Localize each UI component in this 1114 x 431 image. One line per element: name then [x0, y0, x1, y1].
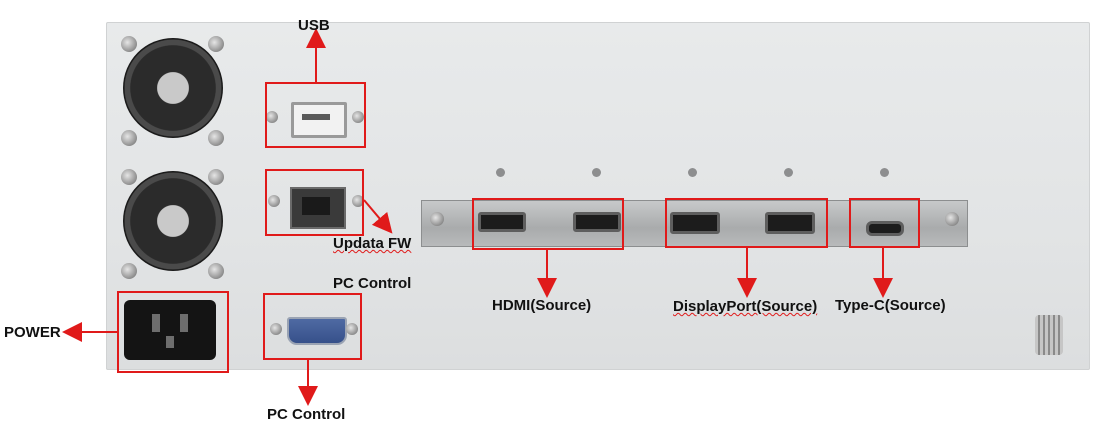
screw-icon [430, 212, 444, 226]
screw-icon [268, 195, 280, 207]
power-pin [152, 314, 160, 332]
fan-bottom [113, 165, 233, 285]
power-pin [180, 314, 188, 332]
screw-icon [352, 195, 364, 207]
usb-highlight-box [265, 82, 366, 148]
usb-label: USB [298, 17, 330, 34]
screw-icon [121, 263, 137, 279]
typec-port [866, 221, 904, 236]
displayport-highlight-box [665, 198, 828, 248]
screw-icon [945, 212, 959, 226]
displayport-label: DisplayPort(Source) [673, 298, 818, 315]
usb-port [291, 102, 347, 138]
displayport-port [670, 212, 720, 234]
hdmi-highlight-box [472, 198, 624, 250]
displayport-port [765, 212, 815, 234]
power-socket [124, 300, 216, 360]
ethernet-port [290, 187, 346, 229]
screw-icon [121, 36, 137, 52]
power-highlight-box [117, 291, 229, 373]
status-led [784, 168, 793, 177]
ethernet-highlight-box [265, 169, 364, 236]
screw-icon [121, 169, 137, 185]
typec-highlight-box [849, 198, 920, 248]
screw-icon [270, 323, 282, 335]
hdmi-port [478, 212, 526, 232]
fan-blades [123, 171, 223, 271]
screw-icon [346, 323, 358, 335]
status-led [688, 168, 697, 177]
status-led [496, 168, 505, 177]
screw-icon [208, 263, 224, 279]
pc-control-bottom-label: PC Control [267, 406, 346, 423]
screw-icon [352, 111, 364, 123]
screw-icon [266, 111, 278, 123]
binding-post [1035, 315, 1063, 355]
screw-icon [208, 169, 224, 185]
screw-icon [208, 130, 224, 146]
hdmi-label: HDMI(Source) [492, 297, 592, 314]
fan-top [113, 32, 233, 152]
typec-label: Type-C(Source) [835, 297, 946, 314]
updata-fw-label: Updata FW [333, 235, 412, 252]
pc-control-top-label: PC Control [333, 275, 412, 292]
screw-icon [208, 36, 224, 52]
screw-icon [121, 130, 137, 146]
power-label: POWER [4, 324, 61, 341]
pc-control-highlight-box [263, 293, 362, 360]
status-led [592, 168, 601, 177]
fan-blades [123, 38, 223, 138]
power-pin [166, 336, 174, 348]
status-led [880, 168, 889, 177]
device-rear-panel [106, 22, 1090, 370]
hdmi-port [573, 212, 621, 232]
